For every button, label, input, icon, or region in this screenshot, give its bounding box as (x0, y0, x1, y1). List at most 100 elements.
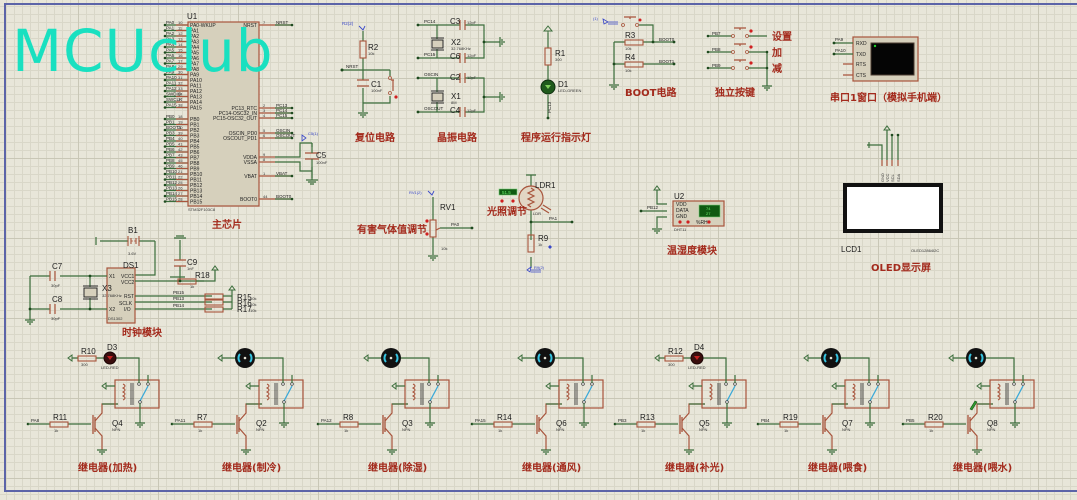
reset-probe-icon[interactable] (358, 25, 366, 31)
key-button-1[interactable] (734, 27, 746, 30)
dht-temp-down[interactable] (678, 220, 682, 224)
rv1-potentiometer[interactable] (429, 219, 437, 238)
rtc-module[interactable]: X1 X2 VCC1 VCC2 RST SCLK I/O B1 3.6V C7 … (25, 226, 256, 339)
relay-body[interactable] (701, 379, 747, 409)
oled-screen[interactable] (843, 183, 943, 233)
r9-probe-icon[interactable] (526, 266, 541, 273)
relay-body[interactable] (844, 379, 890, 409)
mcu-pin-net: PA8 (166, 64, 175, 69)
relay-body[interactable] (558, 379, 604, 409)
rv1-decrease[interactable] (425, 232, 429, 236)
dht-hum-toggle[interactable] (707, 220, 711, 224)
boot-switch-indicator[interactable] (638, 18, 642, 22)
r4-resistor[interactable] (624, 61, 644, 68)
boot-switch[interactable] (624, 16, 636, 19)
boot-circuit[interactable]: (1) R3 10k R4 10k BOOT0 BOOT1 BOOT电路 (593, 16, 677, 99)
r9-resistor[interactable] (527, 234, 535, 253)
rv1-probe-icon[interactable] (427, 190, 435, 196)
c7-c8-capacitors[interactable] (49, 271, 56, 314)
relay-switch-icon[interactable] (139, 385, 149, 402)
mcu-pin-name: PC15-OSC32_OUT (213, 116, 257, 122)
b1-battery[interactable] (127, 236, 140, 246)
uart-terminal-screen[interactable] (870, 42, 915, 76)
relay-switch-icon[interactable] (726, 385, 736, 402)
c5-probe-icon[interactable] (301, 134, 307, 142)
x1-crystal[interactable] (431, 92, 444, 102)
relay-base-resistor[interactable] (339, 421, 359, 428)
relay-switch-icon[interactable] (583, 385, 593, 402)
r3-resistor[interactable] (624, 39, 644, 46)
uart-terminal[interactable]: PA9 PA10 RXD TXD RTS CTS 串口1窗口（模拟手机端） (830, 36, 947, 104)
key-indicator[interactable] (749, 29, 753, 33)
relay-transistor[interactable] (822, 415, 826, 434)
relay-transistor[interactable] (536, 415, 540, 434)
relay-base-resistor[interactable] (193, 421, 213, 428)
key-indicator[interactable] (749, 61, 753, 65)
key-button-3[interactable] (734, 59, 746, 62)
relay-switch-icon[interactable] (429, 385, 439, 402)
rv1-increase[interactable] (425, 219, 429, 223)
crystal-capacitors[interactable] (459, 20, 466, 117)
relay-base-resistor[interactable] (636, 421, 656, 428)
run-led-circuit[interactable]: R1 300 D1 LED-GREEN PC13 程序运行指示灯 (521, 25, 591, 144)
relay-body[interactable] (114, 379, 160, 409)
relay-transistor[interactable] (92, 415, 96, 434)
relay-transistor[interactable] (382, 415, 386, 434)
x3-crystal[interactable] (83, 287, 98, 298)
c9-capacitor[interactable] (174, 259, 186, 267)
relay-transistor[interactable] (679, 415, 683, 434)
relay-base-resistor[interactable] (924, 421, 944, 428)
boot-probe-icon[interactable] (602, 18, 618, 25)
r1-resistor[interactable] (544, 47, 552, 66)
light-decrease[interactable] (500, 199, 504, 203)
relay-transistor[interactable] (236, 415, 240, 434)
load-resistor[interactable] (664, 355, 684, 362)
node (896, 133, 900, 137)
reset-button-indicator[interactable] (394, 95, 398, 99)
relay-base-resistor[interactable] (49, 421, 69, 428)
c1-capacitor[interactable] (357, 79, 369, 87)
key-indicator[interactable] (749, 45, 753, 49)
mcu-pin-net: BOOT1 (166, 125, 182, 130)
relay-switch-icon[interactable] (1014, 385, 1024, 402)
node (163, 183, 167, 187)
key-button-2[interactable] (734, 43, 746, 46)
dht11-module[interactable]: 74 27 %RH VDD DATA GND U2 DHT11 PB12 温湿度… (639, 185, 725, 257)
load-resistor[interactable] (77, 355, 97, 362)
relay-base-resistor[interactable] (779, 421, 799, 428)
r2-resistor[interactable] (359, 40, 367, 59)
node (163, 100, 167, 104)
crystal-circuit[interactable]: PC14 PC15 OSCIN OSCOUT C3 12pF C6 12pF C… (416, 17, 505, 144)
relay-body[interactable] (404, 379, 450, 409)
relay-base-resistor[interactable] (493, 421, 513, 428)
gas-sensor-circuit[interactable]: RV1(2) RV1 10k PA0 有害气体值调节 (357, 190, 474, 261)
node (163, 73, 167, 76)
relay-body[interactable] (989, 379, 1035, 409)
reset-circuit[interactable]: R2(2) R2 10k C1 100nF NRST 复位电路 (340, 21, 398, 144)
relay-resistor-ref: R19 (783, 413, 798, 422)
relay-switch-icon[interactable] (869, 385, 879, 402)
relay-body[interactable] (258, 379, 304, 409)
ds1302-body[interactable] (106, 267, 136, 324)
mcu-body[interactable] (187, 21, 260, 207)
reset-button[interactable] (391, 79, 394, 91)
light-increase[interactable] (511, 199, 515, 203)
relay-transistor[interactable] (967, 415, 971, 434)
dht-temp-up[interactable] (686, 220, 690, 224)
x2-crystal[interactable] (431, 39, 444, 49)
relay-contact-wires (396, 375, 439, 423)
relay-switch-icon[interactable] (283, 385, 293, 402)
relay-switch-ground-icon (722, 422, 732, 428)
light-sensor-circuit[interactable]: 51.5 R9(2) LDR1 LDR R9 1k PA1 光照调节 (486, 174, 574, 273)
